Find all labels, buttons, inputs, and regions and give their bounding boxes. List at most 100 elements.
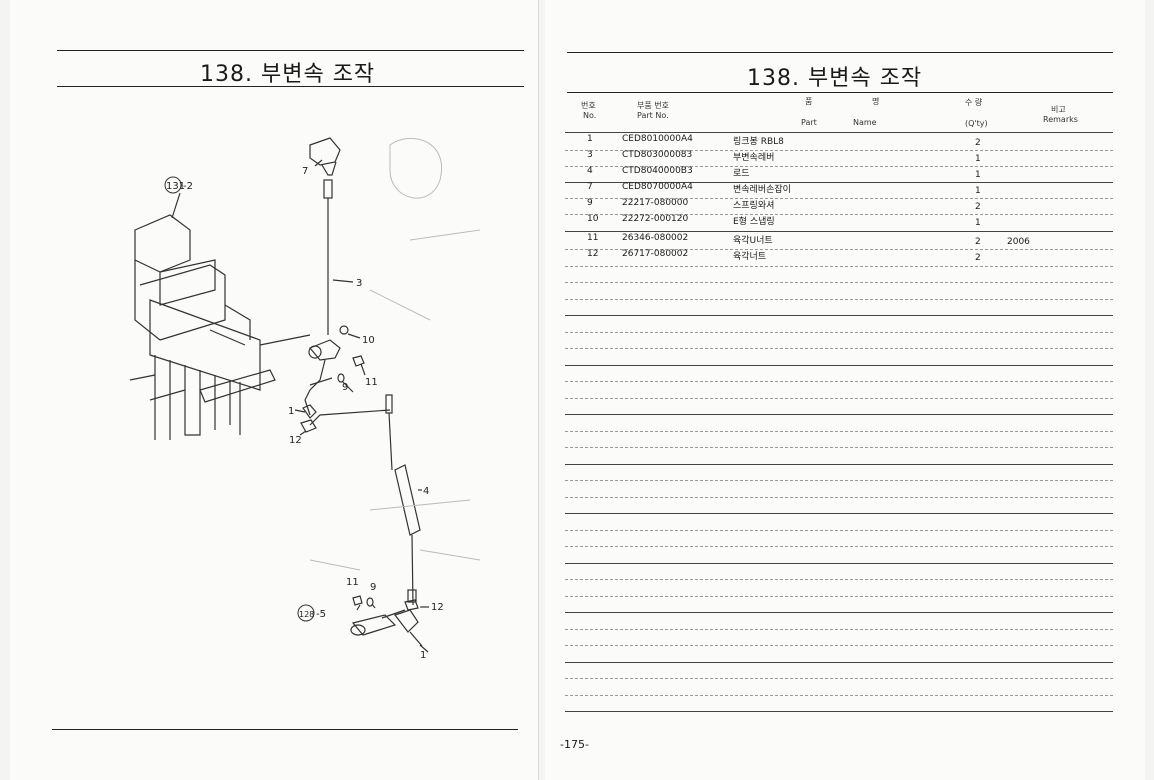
header-qty-en: (Q'ty) (965, 119, 988, 128)
right-page-title: 138. 부변속 조작 (747, 66, 923, 91)
row-part-no: 26346-080002 (622, 233, 689, 243)
page-number: -175- (560, 738, 589, 751)
left-footer-rule (52, 729, 518, 730)
row-no: 3 (587, 150, 593, 160)
row-name: 로드 (733, 169, 750, 179)
table-row: 7 CED8070000A4 변속레버손잡이 1 (565, 182, 1115, 198)
callout-11: 11 (365, 377, 378, 388)
row-part-no: CED8010000A4 (622, 134, 693, 144)
title-rule-bottom (57, 86, 524, 87)
callout-1-lower: 1 (420, 650, 426, 661)
row-qty: 2 (975, 237, 981, 247)
title-rule-top (567, 52, 1113, 53)
callout-11-lower: 11 (346, 577, 359, 588)
row-qty: 1 (975, 170, 981, 180)
callout-4: 4 (423, 486, 429, 497)
callout-7: 7 (302, 166, 308, 177)
left-page-title: 138. 부변속 조작 (200, 62, 376, 87)
row-name: 육각U너트 (733, 236, 773, 246)
row-name: 스프링와셔 (733, 201, 775, 211)
blank-row-line (565, 496, 1113, 498)
callout-ref-131-suffix: -2 (183, 181, 193, 192)
header-name-ko-2: 명 (872, 97, 880, 106)
row-part-no: CED8070000A4 (622, 182, 693, 192)
row-part-no: CTD803000083 (622, 150, 693, 160)
blank-row-line (565, 315, 1113, 316)
row-name: 육각너트 (733, 252, 767, 262)
row-divider (565, 249, 1113, 250)
row-no: 9 (587, 198, 593, 208)
callout-1: 1 (288, 406, 294, 417)
row-divider (565, 266, 1113, 267)
table-row: 3 CTD803000083 부변속레버 1 (565, 150, 1115, 166)
callout-12: 12 (289, 435, 302, 446)
row-divider (565, 182, 1113, 183)
callout-9-lower: 9 (370, 582, 376, 593)
table-row: 4 CTD8040000B3 로드 1 (565, 166, 1115, 182)
blank-row-line (565, 513, 1113, 514)
row-divider (565, 198, 1113, 199)
callout-ref-128-suffix: -5 (316, 609, 326, 620)
header-remarks-en: Remarks (1043, 115, 1078, 124)
blank-row-line (565, 628, 1113, 630)
table-row: 12 26717-080002 육각너트 2 (565, 249, 1115, 265)
row-no: 11 (587, 233, 599, 243)
blank-row-line (565, 645, 1113, 646)
row-name: 변속레버손잡이 (733, 185, 791, 195)
row-qty: 1 (975, 154, 981, 164)
row-no: 10 (587, 214, 599, 224)
blank-row-line (565, 447, 1113, 448)
blank-row-line (565, 414, 1113, 415)
blank-row-line (565, 612, 1113, 613)
right-page: 138. 부변속 조작 번호 No. 부품 번호 Part No. 품 명 Pa… (545, 0, 1145, 780)
row-qty: 1 (975, 186, 981, 196)
row-divider (565, 150, 1113, 151)
row-name: 링크봉 RBL8 (733, 137, 784, 147)
blank-row-line (565, 595, 1113, 597)
row-divider (565, 231, 1113, 232)
row-divider (565, 214, 1113, 215)
table-row: 11 26346-080002 육각U너트 2 2006 (565, 233, 1115, 249)
header-name-ko-1: 품 (805, 97, 813, 106)
header-part-no-en: Part No. (637, 111, 669, 120)
row-no: 1 (587, 134, 593, 144)
header-name-en-1: Part (801, 118, 817, 127)
blank-row-line (565, 711, 1113, 712)
table-row: 9 22217-080000 스프링와셔 2 (565, 198, 1115, 214)
callout-12-lower: 12 (431, 602, 444, 613)
row-part-no: 26717-080002 (622, 249, 689, 259)
blank-row-line (565, 298, 1113, 300)
callout-ref-131: 131 (166, 181, 185, 192)
callout-9: 9 (342, 382, 348, 393)
row-qty: 1 (975, 218, 981, 228)
header-no-ko: 번호 (581, 101, 596, 110)
row-qty: 2 (975, 253, 981, 263)
header-remarks-ko: 비고 (1051, 105, 1066, 114)
blank-row-line (565, 463, 1113, 465)
callout-ref-128: 128 (299, 610, 314, 619)
row-divider (565, 166, 1113, 167)
blank-row-line (565, 546, 1113, 547)
header-part-no-ko: 부품 번호 (637, 101, 669, 110)
blank-row-line (565, 331, 1113, 333)
row-no: 4 (587, 166, 593, 176)
blank-row-line (565, 529, 1113, 531)
blank-row-line (565, 661, 1113, 663)
row-name: E형 스냅링 (733, 217, 775, 227)
header-no-en: No. (583, 111, 597, 120)
blank-row-line (565, 694, 1113, 696)
blank-row-line (565, 282, 1113, 283)
exploded-parts-diagram: 131 -2 7 3 10 11 9 1 12 4 11 9 128 -5 12… (129, 137, 481, 661)
blank-row-line (565, 381, 1113, 382)
row-no: 7 (587, 182, 593, 192)
blank-row-line (565, 348, 1113, 349)
table-row: 10 22272-000120 E형 스냅링 1 (565, 214, 1115, 230)
row-no: 12 (587, 249, 599, 259)
blank-row-line (565, 562, 1113, 564)
header-name-en-2: Name (853, 118, 877, 127)
row-qty: 2 (975, 202, 981, 212)
blank-row-line (565, 579, 1113, 580)
row-part-no: 22217-080000 (622, 198, 689, 208)
callout-3: 3 (356, 278, 362, 289)
blank-row-line (565, 678, 1113, 679)
